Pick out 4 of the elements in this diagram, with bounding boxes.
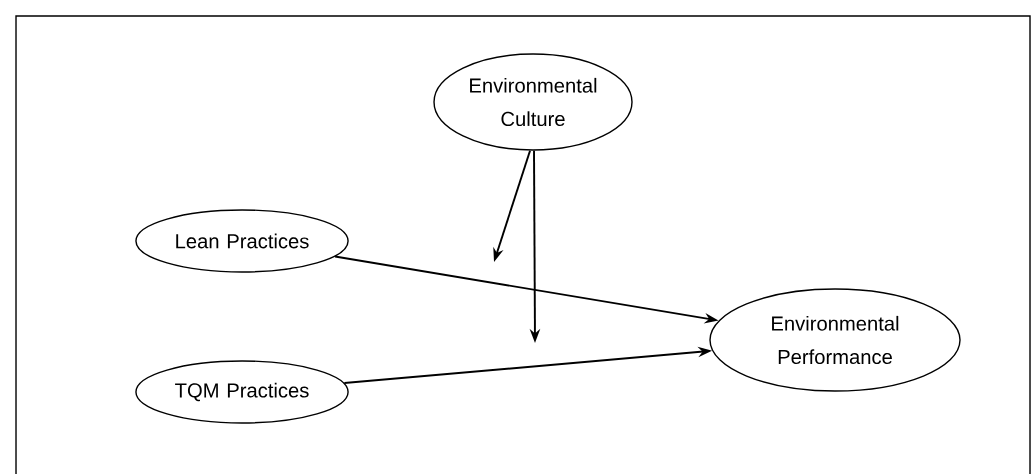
ellipse-node: Environmental Performance [709, 288, 961, 392]
ellipse-node: Environmental Culture [433, 53, 633, 151]
ellipse-node: Lean Practices [135, 209, 349, 273]
ellipse-node: TQM Practices [135, 360, 349, 424]
